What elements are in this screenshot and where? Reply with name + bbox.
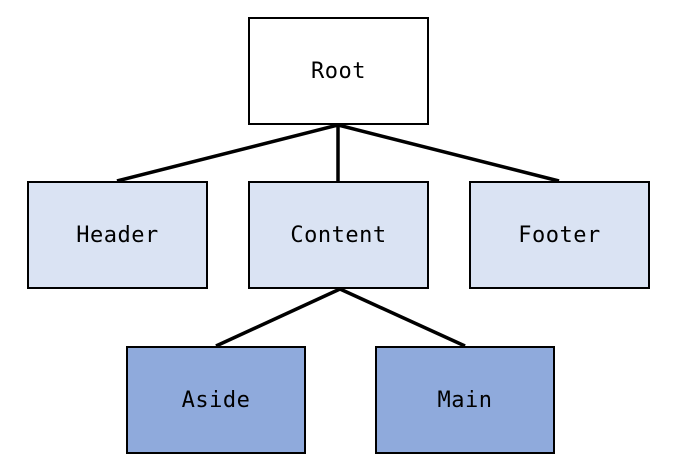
edge-root-footer <box>337 123 560 183</box>
edge-content-aside <box>215 287 341 348</box>
edge-root-header <box>116 123 339 183</box>
node-aside: Aside <box>126 346 306 454</box>
node-content: Content <box>248 181 429 289</box>
node-header: Header <box>27 181 208 289</box>
node-root: Root <box>248 17 429 125</box>
node-main: Main <box>375 346 555 454</box>
edge-content-main <box>339 287 466 348</box>
node-footer: Footer <box>469 181 650 289</box>
